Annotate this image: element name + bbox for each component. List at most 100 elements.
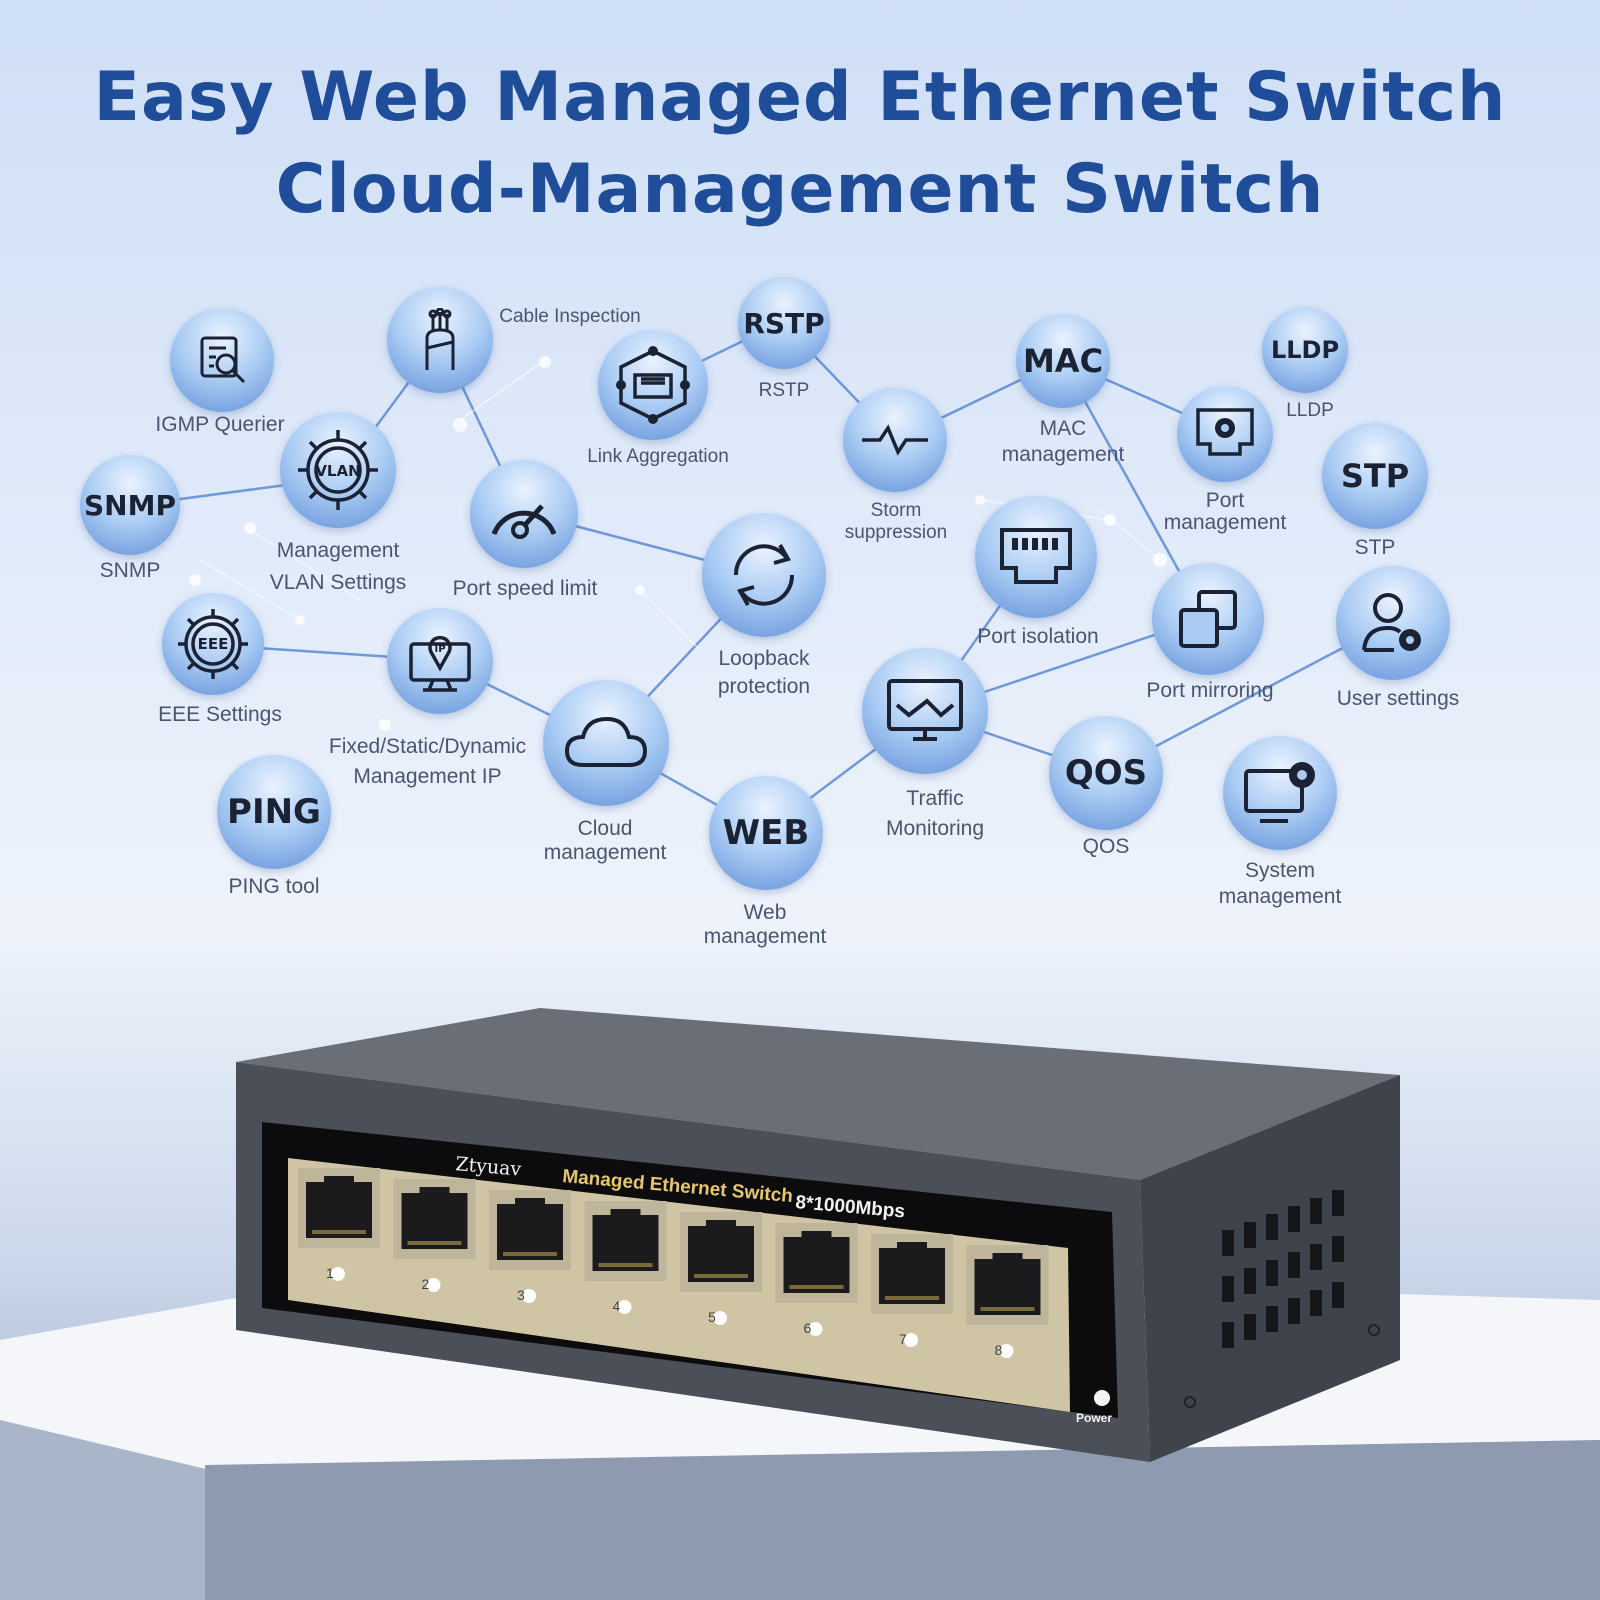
ethernet-port-4: 4 (584, 1201, 667, 1314)
loopback-label-2: protection (717, 675, 811, 698)
lldp-icon: LLDP (1270, 336, 1340, 364)
mac-management-label: MAC management (1001, 417, 1125, 466)
port-number-3: 3 (517, 1287, 525, 1303)
port-led-3 (522, 1289, 536, 1303)
lldp-node: LLDP (1262, 307, 1348, 393)
management-ip-node: IP (387, 608, 493, 714)
ethernet-port-6: 6 (775, 1223, 858, 1336)
ethernet-port-7: 7 (871, 1234, 953, 1347)
snmp-icon: SNMP (84, 488, 176, 522)
speedometer-icon (491, 504, 557, 539)
cloud-management-label-1: Cloud (577, 817, 633, 840)
qos-label: QOS (1082, 835, 1130, 858)
ip-icon-text: IP (434, 644, 445, 655)
port-number-2: 2 (422, 1276, 430, 1292)
management-ip-label-1: Fixed/Static/Dynamic (328, 735, 527, 758)
cable-bundle-icon (425, 308, 455, 370)
storm-suppression-label-1: Storm (870, 500, 922, 521)
port-isolation-label: Port isolation (977, 625, 1099, 648)
vlan-icon-text: VLAN (315, 462, 360, 480)
magnifier-document-icon (200, 336, 246, 384)
side-vents (1222, 1190, 1344, 1348)
stp-icon: STP (1340, 457, 1410, 495)
traffic-monitoring-label-1: Traffic (906, 787, 964, 810)
web-management-label-2: management (703, 925, 827, 948)
port-number-1: 1 (326, 1265, 334, 1281)
monitor-gear-icon (1244, 762, 1315, 823)
monitor-chart-icon (887, 679, 963, 741)
web-management-label-1: Web (743, 901, 787, 924)
switch-top (236, 1008, 1400, 1180)
system-management-node (1223, 736, 1337, 850)
port-mirroring-label: Port mirroring (1146, 679, 1274, 702)
web-management-node: WEB (709, 776, 823, 890)
port-led-1 (331, 1267, 345, 1281)
eee-settings-node: EEE (162, 593, 264, 695)
eee-icon-text: EEE (198, 635, 229, 653)
port-led-4 (617, 1300, 632, 1314)
power-led (1094, 1390, 1110, 1406)
cable-inspection-node (387, 287, 493, 393)
copy-squares-icon (1179, 590, 1237, 648)
port-speed-limit-label: Port speed limit (452, 577, 598, 600)
ethernet-port-1: 1 (298, 1168, 380, 1281)
ethernet-ports: 1 2 3 4 5 67 8 (298, 1168, 1049, 1358)
vlan-gear-icon: VLAN (298, 430, 378, 510)
traffic-monitoring-label-2: Monitoring (885, 817, 985, 840)
port-number-4: 4 (613, 1298, 621, 1314)
user-settings-node (1336, 566, 1450, 680)
cloud-management-node (543, 680, 669, 806)
mac-icon: MAC (1022, 342, 1104, 380)
headline-line-2: Cloud-Management Switch (275, 150, 1325, 229)
headline-line-1: Easy Web Managed Ethernet Switch (93, 58, 1507, 137)
user-gear-icon (1362, 593, 1421, 652)
ethernet-port-8: 8 (966, 1245, 1049, 1358)
monitor-pin-icon: IP (409, 635, 471, 692)
port-gear-icon (1196, 408, 1254, 456)
rstp-node: RSTP (738, 277, 830, 369)
port-number-8: 8 (995, 1342, 1003, 1358)
management-ip-label-2: Management IP (353, 765, 502, 788)
qos-icon: QOS (1064, 753, 1148, 793)
stp-label: STP (1354, 536, 1396, 559)
loopback-protection-node (702, 513, 826, 637)
rstp-label: RSTP (758, 380, 810, 401)
port-led-7 (904, 1333, 918, 1347)
igmp-querier-label: IGMP Querier (155, 413, 285, 436)
link-aggregation-node (598, 330, 708, 440)
ethernet-port-5: 5 (680, 1212, 762, 1325)
storm-suppression-label-2: suppression (844, 522, 948, 543)
port-led-8 (999, 1344, 1014, 1358)
rstp-icon: RSTP (743, 306, 825, 340)
port-strip (288, 1158, 1070, 1412)
system-management-label-2: management (1218, 885, 1342, 908)
igmp-querier-node (170, 308, 274, 412)
ping-icon: PING (227, 792, 321, 832)
port-mirroring-node (1152, 563, 1264, 675)
eee-settings-label: EEE Settings (158, 703, 282, 726)
vlan-label-2: VLAN Settings (269, 571, 407, 594)
power-label: Power (1076, 1411, 1112, 1425)
vlan-settings-node: VLAN (280, 412, 396, 528)
cable-inspection-label: Cable Inspection (499, 306, 641, 327)
port-management-label-2: management (1163, 511, 1287, 534)
storm-suppression-node (843, 388, 947, 492)
port-led-5 (713, 1311, 727, 1325)
ping-node: PING (217, 755, 331, 869)
link-aggregation-label: Link Aggregation (587, 446, 729, 467)
qos-node: QOS (1049, 716, 1163, 830)
cloud-icon (564, 716, 648, 767)
port-isolation-node (975, 496, 1097, 618)
ethernet-port-3: 3 (489, 1190, 571, 1303)
stp-node: STP (1322, 423, 1428, 529)
pulse-wave-icon (862, 424, 928, 456)
port-number-5: 5 (708, 1309, 716, 1325)
traffic-monitoring-node (862, 648, 988, 774)
loopback-label-1: Loopback (718, 647, 810, 670)
port-led-6 (808, 1322, 823, 1336)
snmp-node: SNMP (80, 455, 180, 555)
port-management-node (1177, 386, 1273, 482)
web-icon: WEB (722, 813, 810, 853)
system-management-label-1: System (1244, 859, 1315, 882)
